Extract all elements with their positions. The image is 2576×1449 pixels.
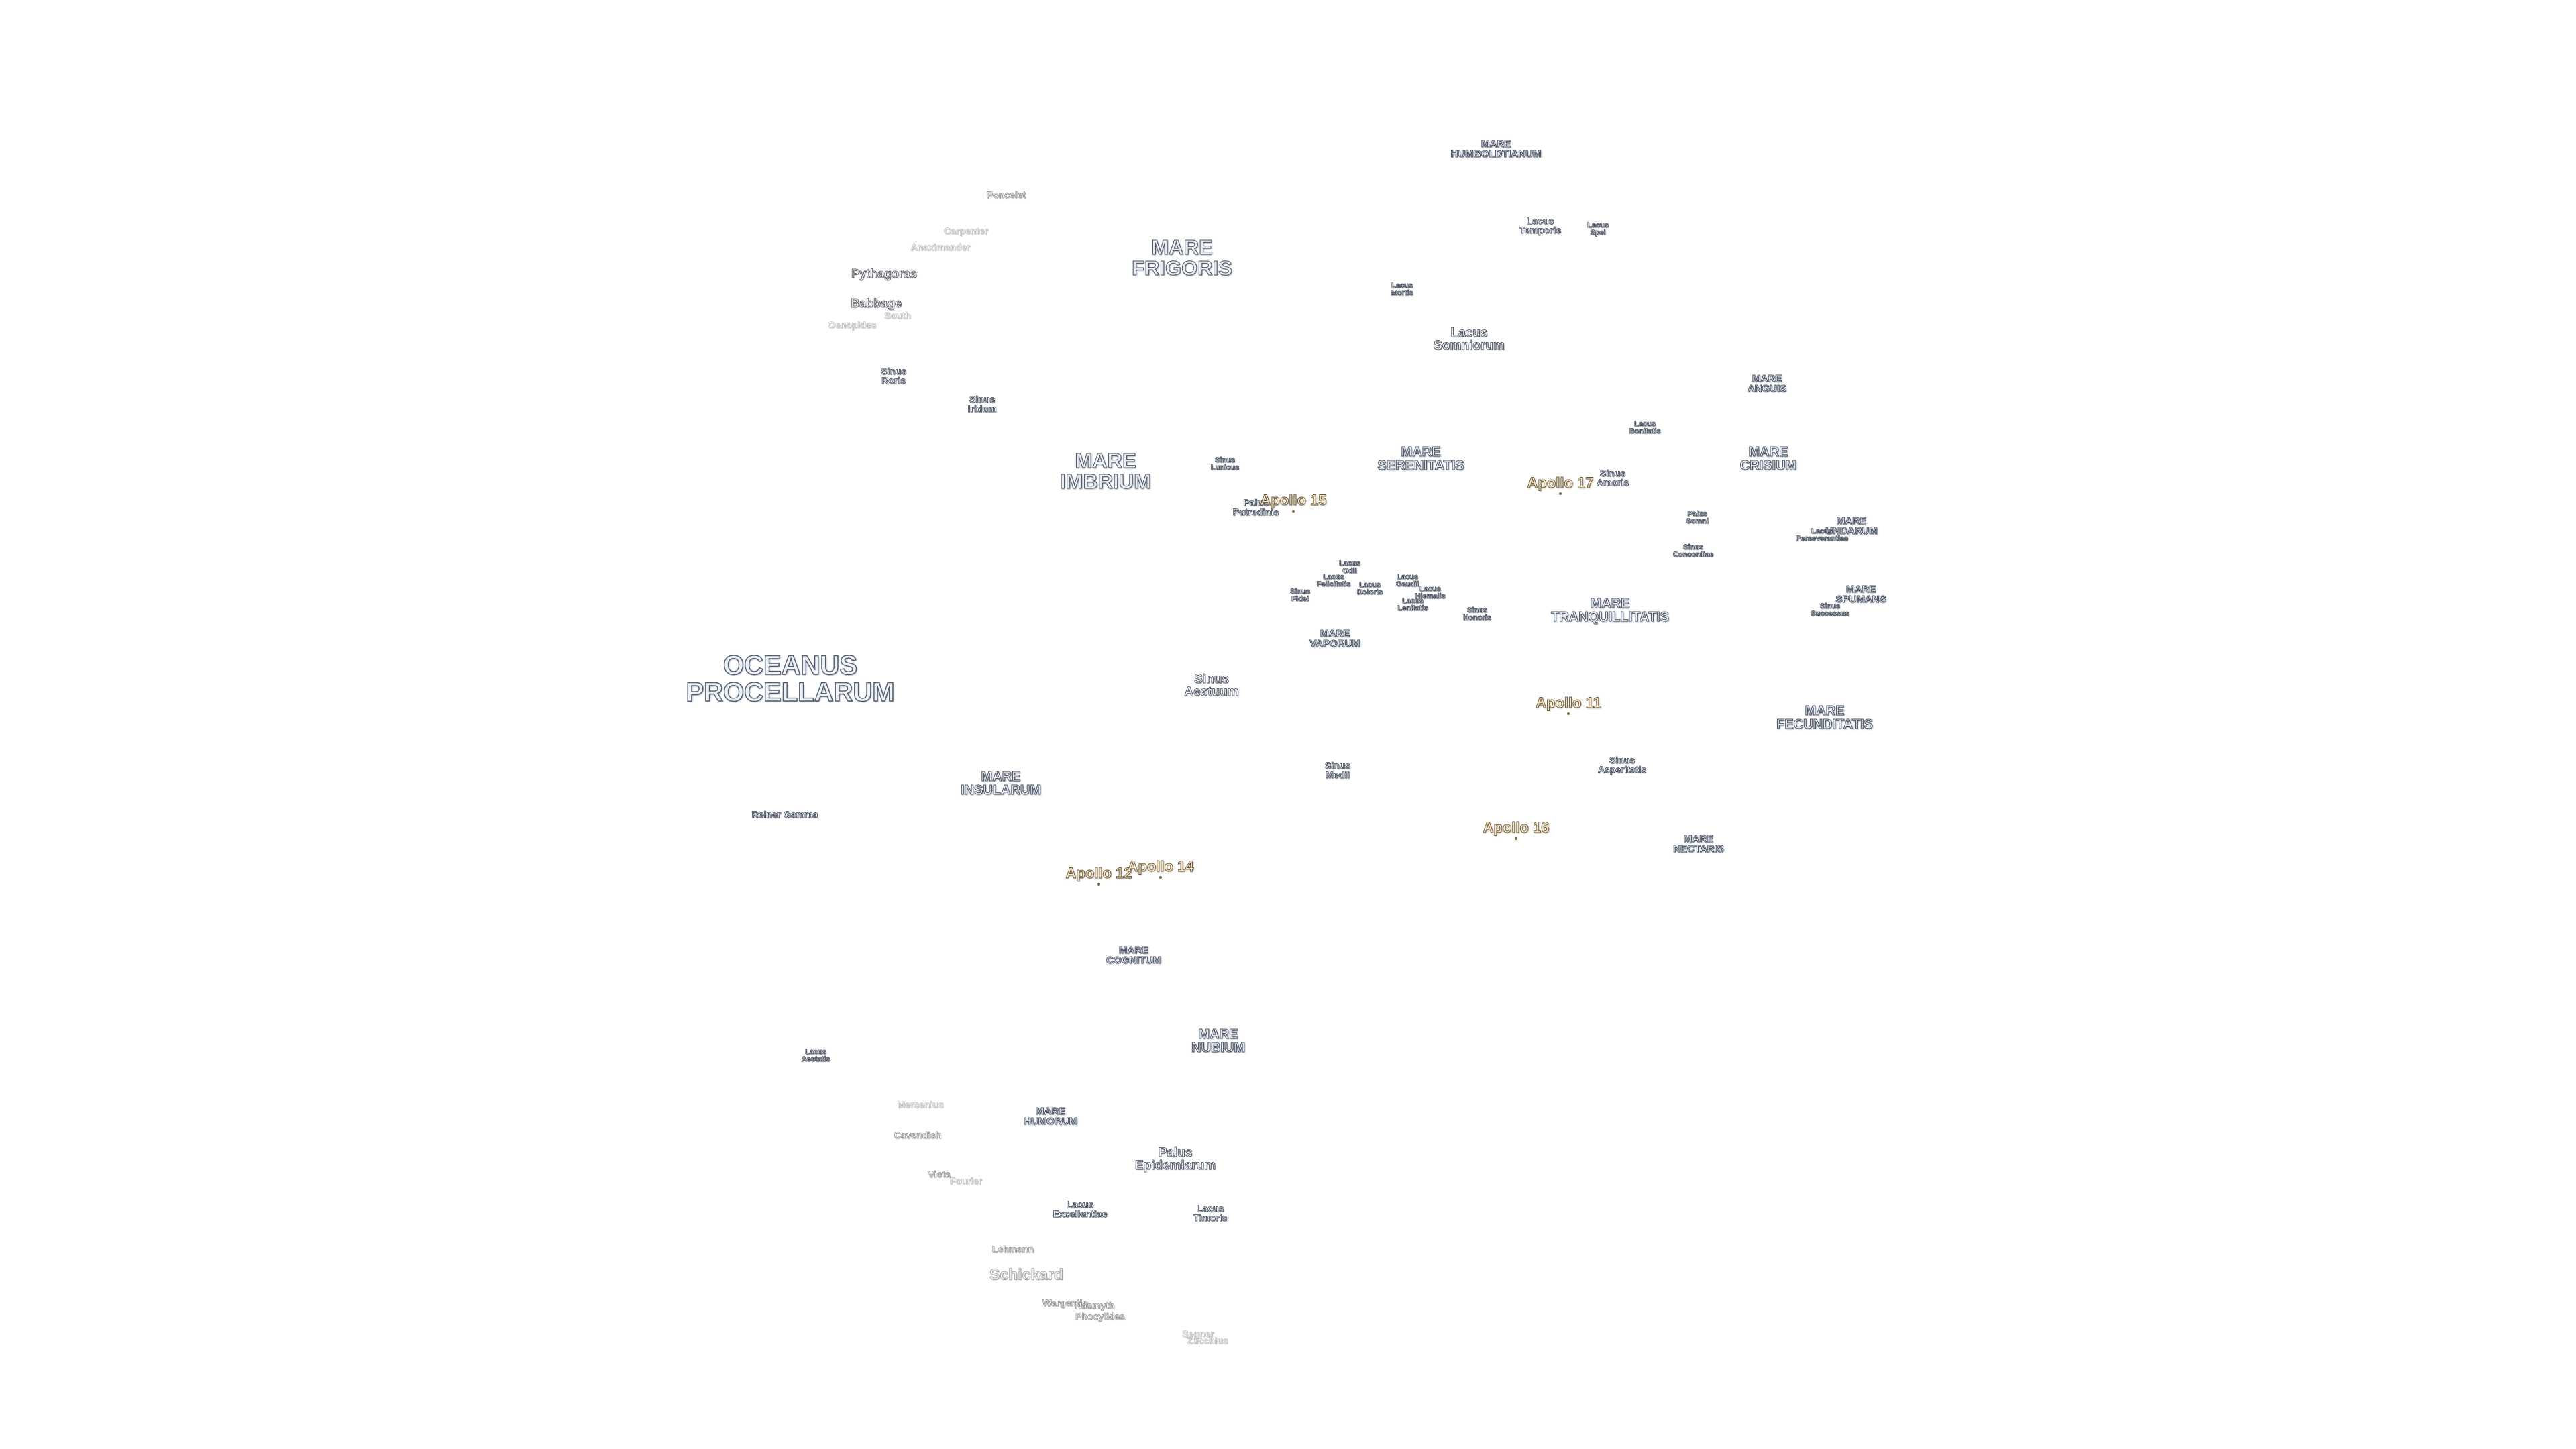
feature-label: Palus Epidemiarum xyxy=(1134,1146,1216,1173)
crater-label: Schickard xyxy=(989,1265,1064,1283)
crater-label: Babbage xyxy=(850,297,902,310)
crater-label: Anaximander xyxy=(910,241,971,252)
feature-label: Lacus Timoris xyxy=(1193,1203,1228,1223)
crater-label: Zucchius xyxy=(1187,1335,1228,1346)
crater-label: Carpenter xyxy=(943,225,989,236)
feature-label: Lacus Spei xyxy=(1587,221,1609,237)
crater-label: Wargentin xyxy=(1042,1297,1089,1308)
mare-label: MARE INSULARUM xyxy=(961,769,1042,798)
feature-label: Reiner Gamma xyxy=(751,809,818,820)
mare-label: OCEANUS PROCELLARUM xyxy=(686,651,895,707)
crater-label: Nasmyth xyxy=(1075,1300,1115,1311)
feature-label: Sinus Honoris xyxy=(1463,606,1491,622)
mare-label: MARE HUMBOLDTIANUM xyxy=(1450,138,1542,160)
feature-label: Sinus Asperitatis xyxy=(1597,755,1647,775)
apollo-site-label[interactable]: Apollo 15 xyxy=(1260,492,1327,508)
feature-label: Sinus Lunicus xyxy=(1210,456,1240,472)
apollo-site-label[interactable]: Apollo 16 xyxy=(1483,819,1550,836)
landing-site-marker[interactable] xyxy=(1159,876,1162,879)
crater-label: Segner xyxy=(1182,1328,1214,1339)
feature-label: Sinus Successus xyxy=(1811,602,1849,618)
feature-label: Lacus Gaudii xyxy=(1395,573,1419,588)
feature-label: Lacus Aestatis xyxy=(801,1048,830,1063)
crater-label: Mersenius xyxy=(897,1099,944,1110)
crater-label: Fourier xyxy=(949,1175,983,1186)
crater-label: Lehmann xyxy=(991,1244,1034,1254)
mare-label: MARE FRIGORIS xyxy=(1132,235,1233,280)
mare-label: MARE HUMORUM xyxy=(1024,1106,1078,1127)
feature-label: Sinus Aestuum xyxy=(1184,672,1239,699)
crater-label: Oenopides xyxy=(827,319,877,330)
feature-label: Lacus Somniorum xyxy=(1434,326,1505,353)
feature-label: Sinus Iridum xyxy=(967,394,997,414)
mare-label: MARE VAPORUM xyxy=(1309,628,1361,649)
mare-label: MARE ANGUIS xyxy=(1747,373,1787,394)
feature-label: Lacus Perseverantiae xyxy=(1795,527,1849,543)
feature-label: Lacus Felicitatis xyxy=(1316,573,1351,588)
mare-label: MARE IMBRIUM xyxy=(1059,449,1152,493)
landing-site-marker[interactable] xyxy=(1292,510,1295,513)
crater-label: Pythagoras xyxy=(851,267,918,280)
feature-label: Lacus Excellentiae xyxy=(1053,1199,1108,1219)
crater-label: South xyxy=(884,310,911,321)
feature-label: Lacus Hiemalis xyxy=(1415,585,1446,600)
mare-label: MARE UNDARUM xyxy=(1825,515,1878,537)
mare-label: MARE FECUNDITATIS xyxy=(1776,704,1874,732)
landing-site-marker[interactable] xyxy=(1097,883,1100,885)
landing-site-marker[interactable] xyxy=(1515,837,1517,840)
crater-label: Phocylides xyxy=(1075,1311,1126,1322)
apollo-site-label[interactable]: Apollo 11 xyxy=(1536,694,1602,711)
landing-site-marker[interactable] xyxy=(1559,492,1562,495)
mare-label: MARE TRANQUILLITATIS xyxy=(1551,596,1670,625)
feature-label: Lacus Odii xyxy=(1339,559,1361,575)
apollo-site-label[interactable]: Apollo 12 xyxy=(1065,865,1132,881)
mare-label: MARE SPUMANS xyxy=(1835,584,1886,605)
crater-label: Vieta xyxy=(928,1169,951,1179)
feature-label: Lacus Mortis xyxy=(1391,282,1413,297)
feature-label: Lacus Temporis xyxy=(1519,215,1562,235)
crater-label: Poncelet xyxy=(986,189,1026,200)
mare-label: MARE COGNITUM xyxy=(1106,945,1162,966)
feature-label: Sinus Medii xyxy=(1324,760,1351,780)
feature-label: Palus Putredinis xyxy=(1232,497,1279,517)
feature-label: Palus Somni xyxy=(1686,510,1709,525)
feature-label: Sinus Concordiae xyxy=(1672,543,1714,559)
mare-label: MARE NECTARIS xyxy=(1673,833,1725,855)
apollo-site-label[interactable]: Apollo 17 xyxy=(1527,474,1594,491)
feature-label: Sinus Amoris xyxy=(1596,468,1629,488)
landing-site-marker[interactable] xyxy=(1567,712,1570,715)
feature-label: Lacus Doloris xyxy=(1357,581,1383,596)
mare-label: MARE CRISIUM xyxy=(1739,445,1797,473)
feature-label: Lacus Lenitatis xyxy=(1397,597,1428,612)
mare-label: MARE SERENITATIS xyxy=(1377,445,1464,473)
mare-label: MARE NUBIUM xyxy=(1191,1027,1246,1055)
apollo-site-label[interactable]: Apollo 14 xyxy=(1127,858,1194,875)
feature-label: Sinus Roris xyxy=(880,366,907,386)
crater-label: Cavendish xyxy=(894,1130,942,1140)
feature-label: Sinus Fidei xyxy=(1290,588,1311,603)
feature-label: Lacus Bonitatis xyxy=(1629,420,1661,435)
